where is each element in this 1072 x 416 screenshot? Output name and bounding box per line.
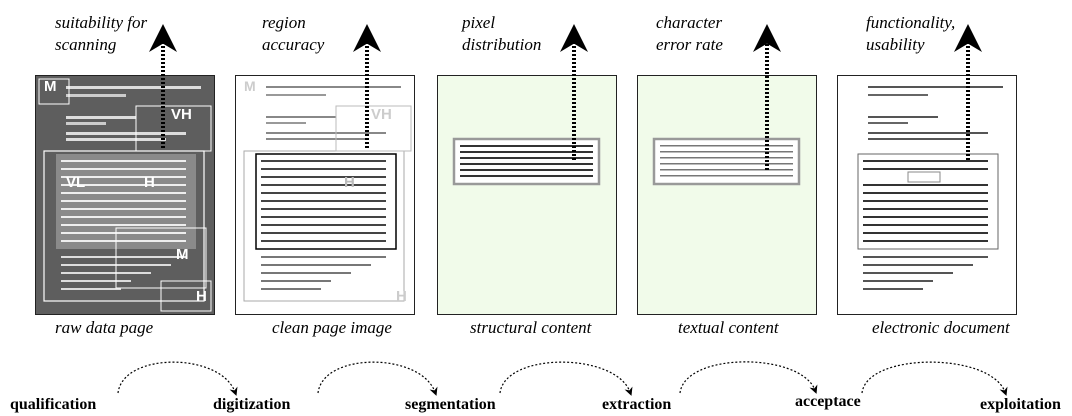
transition-arrow-3 [499, 361, 633, 396]
region-label-m: M [44, 78, 57, 95]
product-label-textual-content: textual content [678, 318, 779, 337]
metric-label-suitability: suitability for scanning [55, 13, 148, 54]
product-label-structural-content: structural content [470, 318, 592, 337]
metric-label-character-error-rate: character error rate [656, 13, 723, 54]
transition-arrow-2 [317, 361, 438, 396]
region-label-m: M [244, 78, 256, 94]
transition-arrow-1 [117, 361, 238, 396]
metric-label-functionality: functionality, usability [866, 13, 956, 54]
region-label-vl: VL [66, 174, 86, 191]
stage-label-acceptace: acceptace [795, 393, 861, 410]
region-label-h: H [196, 288, 207, 305]
region-label-h: H [396, 288, 407, 305]
transition-arrow-5 [861, 361, 1008, 396]
transition-arrow-4 [679, 361, 818, 394]
textual-content-panel [637, 75, 817, 315]
region-label-h: H [344, 174, 355, 191]
metric-label-region-accuracy: region accuracy [262, 13, 325, 54]
product-label-raw-data-page: raw data page [55, 318, 154, 337]
region-label-m: M [176, 246, 189, 263]
stage-label-segmentation: segmentation [405, 396, 496, 413]
textual-table-thumbnail [652, 137, 801, 186]
stage-label-exploitation: exploitation [980, 396, 1061, 413]
product-label-electronic-document: electronic document [872, 318, 1010, 337]
clean-page-image: M VH H H [235, 75, 415, 315]
region-label-h: H [144, 174, 155, 191]
raw-page-texture [36, 76, 214, 314]
electronic-document-thumbnail [857, 86, 1003, 290]
clean-page-texture [243, 86, 412, 302]
structural-table-thumbnail [452, 137, 601, 186]
product-label-clean-page-image: clean page image [272, 318, 392, 337]
metric-label-pixel-distribution: pixel distribution [462, 13, 542, 54]
stage-label-extraction: extraction [602, 396, 672, 413]
electronic-document-panel [837, 75, 1017, 315]
raw-data-page-image: M VH VL H M H [35, 75, 215, 315]
region-label-vh: VH [371, 106, 392, 123]
structural-content-panel [437, 75, 617, 315]
stage-label-digitization: digitization [213, 396, 291, 413]
stage-label-qualification: qualification [10, 396, 97, 413]
region-label-vh: VH [171, 106, 192, 123]
